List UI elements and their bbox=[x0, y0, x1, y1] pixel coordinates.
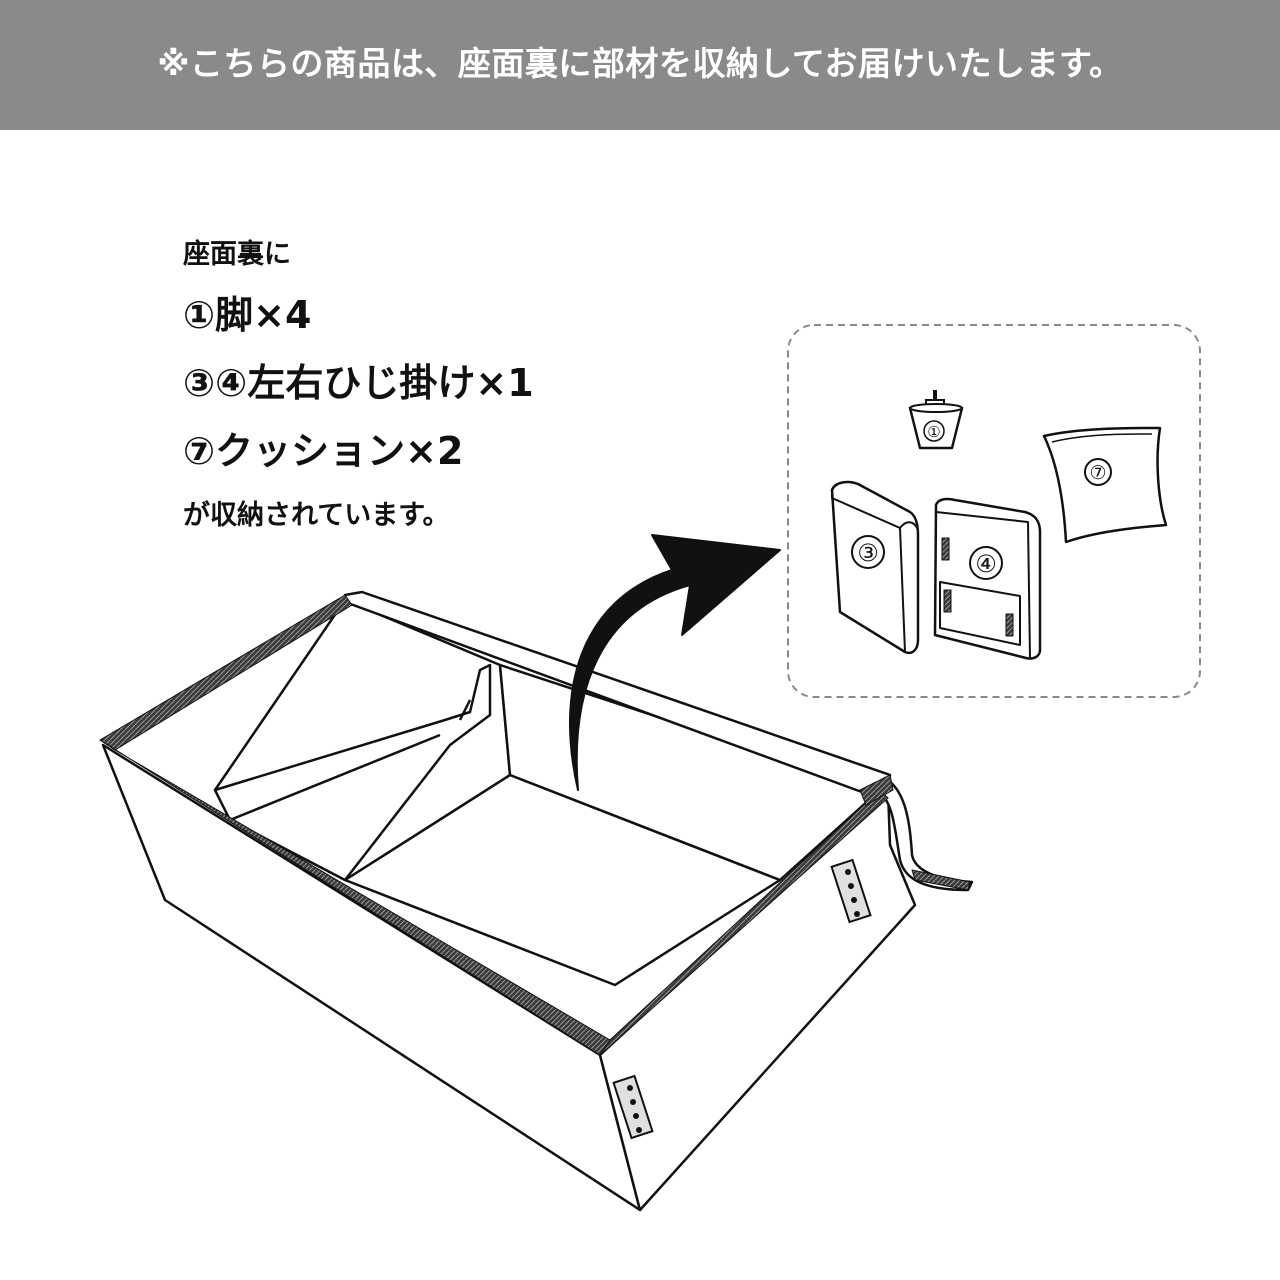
top-banner: ※こちらの商品は、座面裏に部材を収納してお届けいたします。 bbox=[0, 0, 1280, 130]
fitting-plate-side bbox=[830, 858, 872, 924]
info-intro: 座面裏に bbox=[183, 239, 291, 270]
part-armrest-left-label: ③ bbox=[857, 539, 879, 567]
part-leg: ① bbox=[908, 390, 964, 450]
curved-arrow-icon bbox=[568, 534, 781, 791]
info-item-cushions: ⑦クッション×2 bbox=[183, 429, 464, 473]
part-cushion-label: ⑦ bbox=[1089, 462, 1106, 484]
part-armrest-left: ③ bbox=[830, 480, 920, 655]
sofa-rim-mesh bbox=[99, 594, 894, 1056]
info-item-legs: ①脚×4 bbox=[183, 293, 312, 337]
part-armrest-right-label: ④ bbox=[975, 550, 997, 578]
info-outro: が収納されています。 bbox=[183, 500, 450, 531]
info-item-armrests: ③④左右ひじ掛け×1 bbox=[183, 361, 534, 405]
sofa-base bbox=[101, 598, 917, 1212]
parts-box bbox=[787, 324, 1201, 698]
sofa-partition bbox=[213, 663, 492, 882]
part-leg-label: ① bbox=[927, 423, 940, 441]
part-armrest-right: ④ bbox=[933, 497, 1042, 660]
banner-text: ※こちらの商品は、座面裏に部材を収納してお届けいたします。 bbox=[157, 44, 1123, 83]
fitting-plate-front bbox=[612, 1074, 654, 1140]
part-cushion: ⑦ bbox=[1042, 426, 1168, 544]
storage-info: 座面裏に ①脚×4 ③④左右ひじ掛け×1 ⑦クッション×2 が収納されています。 bbox=[183, 232, 534, 532]
